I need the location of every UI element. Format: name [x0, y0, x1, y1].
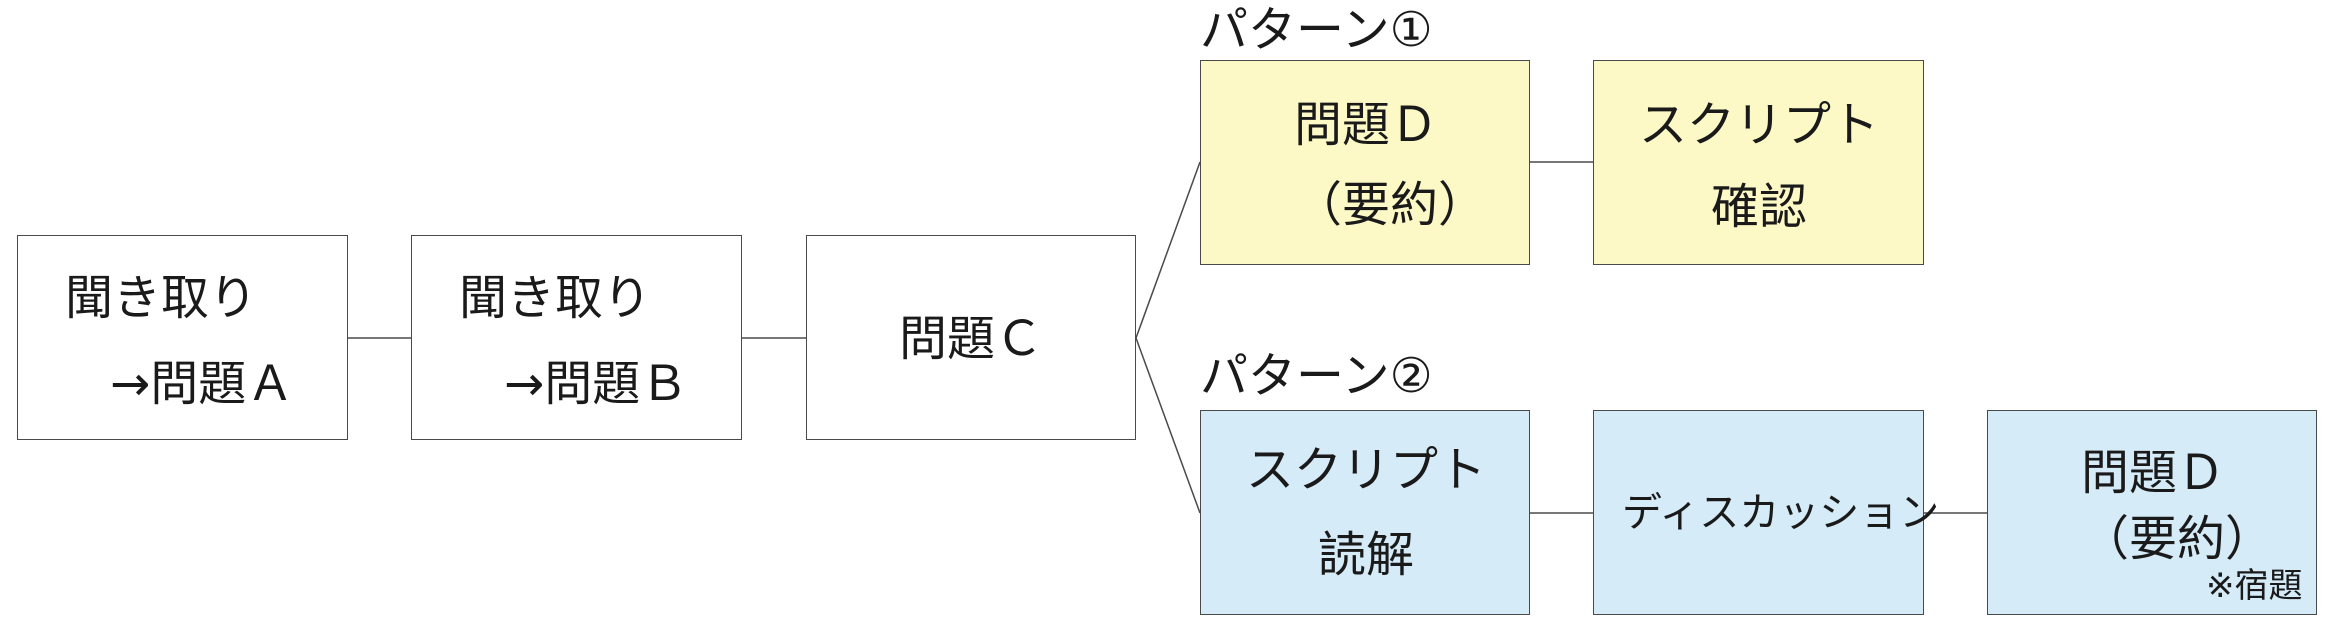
- box-pattern2-question-d: 問題Ｄ （要約） ※宿題: [1987, 410, 2317, 615]
- p2d-line2: （要約）: [2081, 511, 2274, 567]
- box-a-line1: 聞き取り: [65, 270, 258, 326]
- box-c-line1: 問題Ｃ: [899, 311, 1044, 367]
- box-pattern1-script-check: スクリプト 確認: [1593, 60, 1924, 265]
- box-listening-a: 聞き取り →問題Ａ: [17, 235, 348, 440]
- box-a-line2: →問題Ａ: [110, 356, 295, 412]
- pattern-2-label: パターン②: [1200, 348, 1433, 404]
- homework-note: ※宿題: [2206, 566, 2303, 606]
- p1d-line1: 問題Ｄ: [1294, 97, 1439, 153]
- p2script-line2: 読解: [1318, 527, 1415, 583]
- box-pattern1-question-d: 問題Ｄ （要約）: [1200, 60, 1530, 265]
- pattern-1-label: パターン①: [1200, 2, 1433, 58]
- p1d-line2: （要約）: [1294, 177, 1487, 233]
- p1script-line1: スクリプト: [1639, 97, 1880, 153]
- box-pattern2-discussion: ディスカッション: [1593, 410, 1939, 615]
- connector-c-pattern1: [1135, 161, 1201, 339]
- box-b-line2: →問題Ｂ: [504, 356, 689, 412]
- box-question-c: 問題Ｃ: [806, 235, 1136, 440]
- p2d-line1: 問題Ｄ: [2081, 445, 2226, 501]
- box-b-line1: 聞き取り: [459, 270, 652, 326]
- p2script-line1: スクリプト: [1246, 442, 1487, 498]
- connector-c-pattern2: [1135, 337, 1201, 514]
- p1script-line2: 確認: [1711, 179, 1808, 235]
- p2discussion-line1: ディスカッション: [1622, 490, 1940, 536]
- box-pattern2-script-reading: スクリプト 読解: [1200, 410, 1530, 615]
- box-listening-b: 聞き取り →問題Ｂ: [411, 235, 742, 440]
